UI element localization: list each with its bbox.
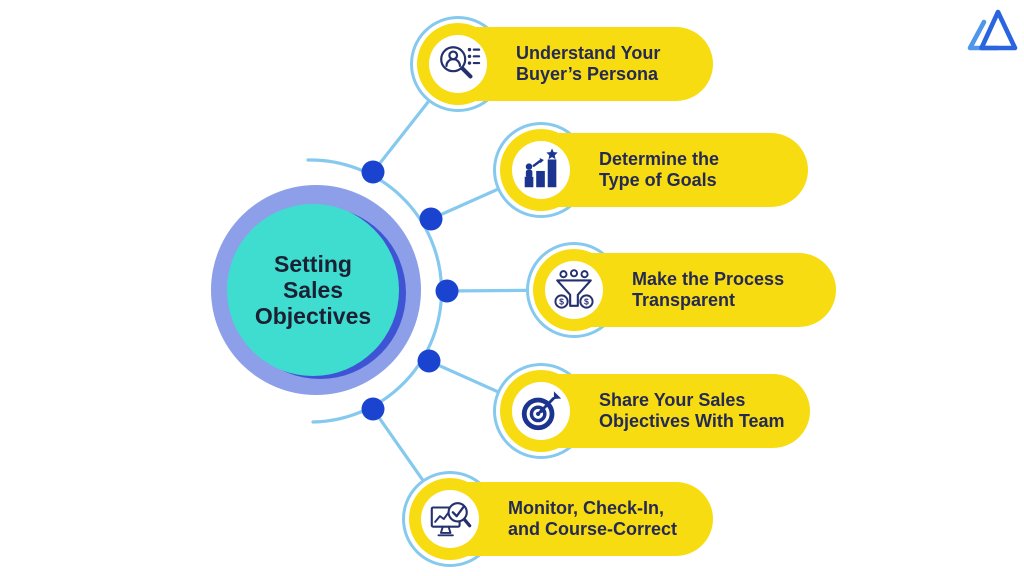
node-dot <box>419 207 443 231</box>
item-label-line2: Transparent <box>632 290 736 310</box>
monitor-check-icon <box>430 502 472 537</box>
dollar-symbol: $ <box>584 297 589 307</box>
node-dot <box>417 349 441 373</box>
growth-bars-icon <box>524 148 558 188</box>
item-label-line1: Monitor, Check-In, <box>508 497 665 518</box>
item-icon-circle: $ $ <box>545 261 603 319</box>
item-icon-circle <box>421 490 479 548</box>
item-label-line2: Type of Goals <box>599 170 717 190</box>
item-label-line1: Share Your Sales <box>599 389 746 410</box>
item-label-line1: Make the Process <box>632 268 785 289</box>
central-title-line2: Sales <box>282 277 344 303</box>
item-label-line1: Determine the <box>599 148 720 169</box>
central-title-line3: Objectives <box>254 303 372 329</box>
central-circle: Setting Sales Objectives <box>227 204 399 376</box>
item-icon-circle <box>429 35 487 93</box>
target-dart-icon <box>521 391 562 431</box>
node-dot <box>361 397 385 421</box>
dollar-symbol: $ <box>559 297 564 307</box>
item-icon-circle <box>512 382 570 440</box>
central-title-line1: Setting <box>274 251 352 277</box>
item-label-line2: Buyer’s Persona <box>516 64 659 84</box>
item-label-line2: and Course-Correct <box>508 519 678 539</box>
brand-logo <box>967 9 1018 51</box>
item-icon-circle <box>512 141 570 199</box>
item-label-line2: Objectives With Team <box>599 411 785 431</box>
item-label-line1: Understand Your <box>516 42 661 63</box>
funnel-money-icon: $ $ <box>554 269 594 309</box>
node-dot <box>361 160 385 184</box>
node-dot <box>435 279 459 303</box>
persona-search-icon <box>440 46 481 79</box>
